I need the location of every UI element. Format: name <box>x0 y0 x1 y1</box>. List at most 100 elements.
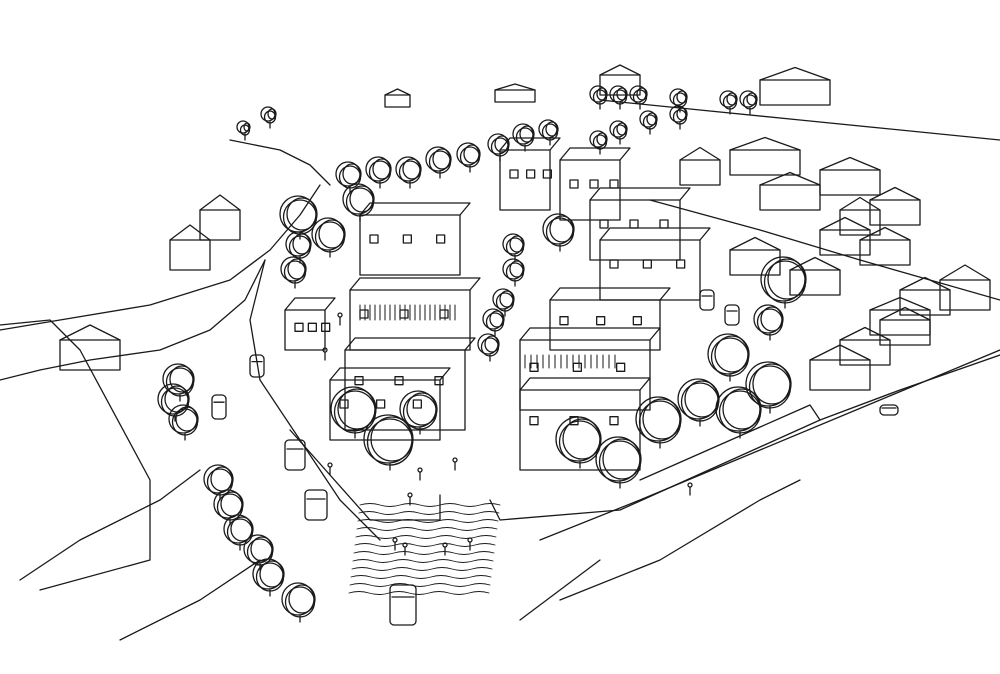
window <box>526 169 536 179</box>
tree-canopy <box>494 135 510 153</box>
tree-canopy <box>714 335 750 373</box>
crossing-stripe <box>351 567 493 571</box>
building <box>519 389 641 471</box>
tree-canopy <box>398 160 422 184</box>
house-roof <box>679 146 721 161</box>
building-roof <box>589 187 691 201</box>
building <box>329 379 441 441</box>
house <box>384 94 411 108</box>
house <box>599 74 641 96</box>
house-roof <box>819 156 881 171</box>
crossing-stripe <box>350 575 492 579</box>
car <box>249 354 265 378</box>
window <box>529 362 539 372</box>
building <box>559 159 621 221</box>
tree-canopy <box>372 158 392 180</box>
window <box>599 219 609 229</box>
house-roof <box>729 136 801 151</box>
house-roof <box>809 344 871 361</box>
house <box>869 199 921 226</box>
tree-canopy <box>763 260 807 304</box>
crossing-stripe <box>356 527 498 531</box>
tree-canopy <box>292 233 312 255</box>
house <box>819 169 881 196</box>
tree-canopy <box>598 440 642 484</box>
tree-canopy <box>349 185 375 213</box>
road-edge <box>559 479 801 601</box>
block-wall <box>489 404 821 521</box>
house-roof <box>839 196 881 211</box>
tree-canopy <box>288 584 316 614</box>
window <box>609 179 619 189</box>
house-roof <box>384 88 411 96</box>
house <box>819 229 871 256</box>
window <box>369 234 379 244</box>
crossing-stripe <box>357 519 499 523</box>
house <box>759 79 831 106</box>
building <box>519 339 651 411</box>
tree-canopy <box>519 125 535 143</box>
house-roof <box>199 194 241 211</box>
tree-canopy <box>642 398 682 440</box>
house-roof <box>169 224 211 241</box>
road-edge <box>229 139 331 186</box>
house-roof <box>839 326 891 341</box>
car <box>724 304 740 326</box>
tree-canopy <box>220 491 244 517</box>
trees <box>157 85 807 623</box>
tree-canopy <box>616 122 628 136</box>
building-roof <box>349 277 481 291</box>
house <box>494 89 536 103</box>
house-roof <box>759 66 831 81</box>
building-roof <box>519 327 661 341</box>
house <box>729 149 801 176</box>
tree-canopy <box>169 365 195 393</box>
tree-canopy <box>545 121 559 137</box>
window <box>359 309 369 319</box>
tree-canopy <box>718 390 762 434</box>
building-roof <box>559 147 631 161</box>
tree-canopy <box>230 516 254 542</box>
window <box>642 259 652 269</box>
car <box>389 584 417 626</box>
road-edge <box>0 184 321 331</box>
building-roof <box>344 337 476 351</box>
house-roof <box>939 264 991 281</box>
window <box>629 219 639 229</box>
tree-canopy <box>558 420 602 464</box>
tree-canopy <box>746 92 758 106</box>
house-roof <box>869 186 921 201</box>
window <box>569 179 579 189</box>
tree-canopy <box>684 380 720 418</box>
house <box>899 289 951 316</box>
house <box>789 269 841 296</box>
car <box>304 489 328 521</box>
road-edge <box>0 259 266 381</box>
window <box>676 259 686 269</box>
window <box>596 316 606 326</box>
tree-canopy <box>402 158 422 180</box>
crossing-stripe <box>355 535 497 539</box>
tree-canopy <box>680 382 720 422</box>
road-edge <box>819 354 1000 421</box>
building-roof <box>359 202 471 216</box>
road-edge <box>519 559 601 621</box>
roads <box>0 99 1000 641</box>
tree-canopy <box>282 199 318 235</box>
crossing-stripe <box>359 503 501 507</box>
house-roof <box>59 324 121 341</box>
house-roof <box>599 64 641 76</box>
tree-canopy <box>243 122 251 132</box>
tree-canopy <box>337 388 377 430</box>
people <box>322 312 693 556</box>
window <box>529 416 539 426</box>
tree-canopy <box>596 87 608 101</box>
buildings <box>284 137 711 471</box>
tree-canopy <box>463 144 481 164</box>
window <box>659 219 669 229</box>
background-houses <box>59 64 991 391</box>
house <box>199 209 241 241</box>
window <box>542 169 552 179</box>
tree-canopy <box>726 92 738 106</box>
